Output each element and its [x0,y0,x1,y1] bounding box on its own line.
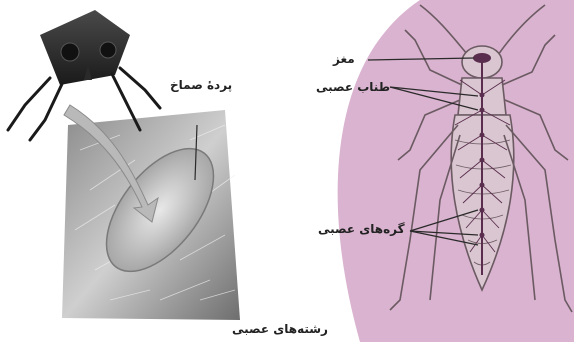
brain-node [473,53,491,63]
micrograph-image [62,105,240,320]
label-ganglia: گره‌های عصبی [318,222,405,236]
label-brain: مغز [333,52,355,66]
label-nerve-cord: طناب عصبی [316,80,390,94]
label-eardrum: پردهٔ صماخ [170,78,232,92]
label-nerve-fibers: رشته‌های عصبی [232,322,328,336]
